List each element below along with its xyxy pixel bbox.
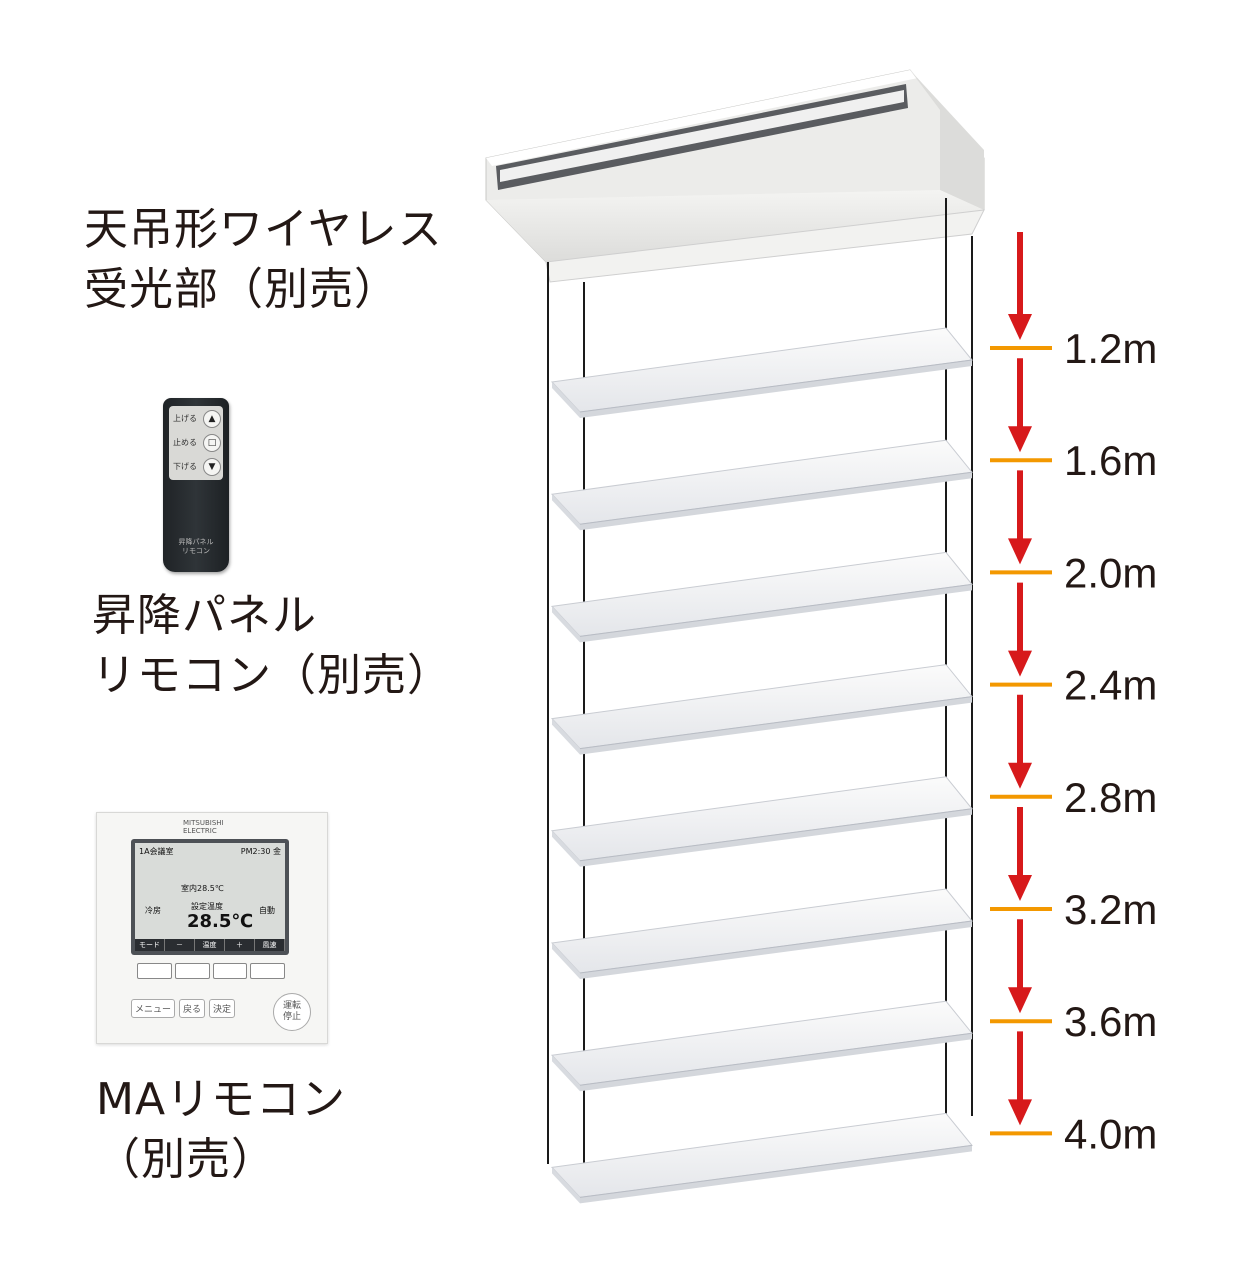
height-arrow-head [1008,426,1032,453]
softkey-plus: ＋ [225,939,255,951]
softkey-fan: 風速 [255,939,285,951]
lcd-set-label: 設定温度 [191,902,223,911]
mitsubishi-logo: MITSUBISHI ELECTRIC [183,819,224,835]
height-arrow-head [1008,650,1032,677]
ceiling-receiver-label: 天吊形ワイヤレス 受光部（別売） [84,200,443,320]
lift-panel [550,776,973,867]
panel-remote-brand-line2: リモコン [182,547,210,555]
height-label: 2.4m [1064,662,1157,709]
power-line1: 運転 [282,1001,301,1011]
function-key [250,963,285,979]
stop-square-icon: □ [203,434,221,452]
ma-remote-label: MAリモコン （別売） [96,1070,346,1190]
height-label: 3.6m [1064,998,1157,1045]
height-arrow-head [1008,875,1032,901]
ma-remote-screen: 1A会議室 PM2:30 金 室内28.5℃ 冷房 設定温度 28.5℃ 自動 … [131,839,289,955]
ma-remote-label-line2: （別売） [96,1134,276,1185]
lift-panel [550,327,973,418]
enter-key: 決定 [209,999,236,1018]
height-arrow-head [1008,1099,1032,1126]
ceiling-receiver-label-line2: 受光部（別売） [84,264,399,315]
height-label: 2.0m [1064,549,1157,596]
panel-remote-brand: 昇降パネル リモコン [173,538,219,556]
lcd-room: 1A会議室 [139,847,174,856]
height-arrow-head [1008,538,1032,565]
height-label: 2.8m [1064,774,1157,821]
lift-panel [550,888,973,979]
height-label: 3.2m [1064,886,1157,933]
lift-panel [550,439,973,531]
ceiling-receiver-label-line1: 天吊形ワイヤレス [84,204,443,255]
softkey-minus: － [165,939,195,951]
lcd-indoor-temp: 室内28.5℃ [181,884,224,893]
height-labels: 1.2m 1.6m 2.0m 2.4m 2.8m 3.2m 3.6m 4.0m [1064,325,1157,1157]
up-label: 上げる [173,414,197,423]
ma-remote-label-line1: MAリモコン [96,1074,347,1125]
height-arrow-head [1008,762,1032,789]
menu-key: メニュー [131,999,176,1018]
lcd-set-temp: 28.5℃ [187,911,254,932]
lcd-fan: 自動 [259,906,275,915]
lift-panel [550,664,973,755]
menu-keys: メニュー 戻る 決定 [131,999,236,1018]
function-key [137,963,172,979]
ma-remote-image: MITSUBISHI ELECTRIC 1A会議室 PM2:30 金 室内28.… [96,812,328,1044]
ceiling-ac-unit [485,69,985,283]
up-row: 上げる ▲ [173,410,221,428]
height-arrow-head [1008,987,1032,1014]
lcd-clock: PM2:30 金 [240,847,281,856]
stop-row: 止める □ [173,434,221,452]
lcd-mode: 冷房 [145,906,161,915]
panel-remote-label: 昇降パネル リモコン（別売） [92,586,452,706]
down-arrow-icon: ▼ [203,458,221,476]
power-line2: 停止 [282,1012,301,1022]
panel-remote-label-line1: 昇降パネル [92,590,317,641]
lift-panel [550,551,973,643]
function-key [174,963,210,979]
up-arrow-icon: ▲ [203,410,221,428]
panel-remote-image: 上げる ▲ 止める □ 下げる ▼ 昇降パネル リモコン [163,398,229,572]
height-label: 1.2m [1064,325,1157,372]
panel-remote-label-line2: リモコン（別売） [92,650,452,701]
function-key [212,963,248,979]
softkey-mode: モード [135,939,165,951]
down-row: 下げる ▼ [173,458,221,476]
back-key: 戻る [179,999,206,1018]
lift-panel [550,1112,973,1204]
down-label: 下げる [173,462,197,471]
height-ticks [990,346,1052,1136]
power-button: 運転 停止 [273,993,311,1031]
lcd-softkey-bar: モード － 温度 ＋ 風速 [135,939,285,951]
panel-remote-brand-line1: 昇降パネル [178,538,214,546]
lift-panel [550,1000,973,1092]
panel-remote-button-area: 上げる ▲ 止める □ 下げる ▼ [169,406,223,480]
logo-line1: MITSUBISHI [183,819,224,827]
stop-label: 止める [173,438,197,447]
logo-line2: ELECTRIC [183,827,217,835]
height-arrow-head [1008,314,1032,340]
lcd-display: 1A会議室 PM2:30 金 室内28.5℃ 冷房 設定温度 28.5℃ 自動 … [135,843,285,951]
softkey-temp: 温度 [195,939,225,951]
height-label: 4.0m [1064,1110,1157,1157]
function-keys [137,963,285,979]
lift-panels [550,327,973,1204]
height-arrows [1008,232,1032,1126]
height-label: 1.6m [1064,437,1157,484]
